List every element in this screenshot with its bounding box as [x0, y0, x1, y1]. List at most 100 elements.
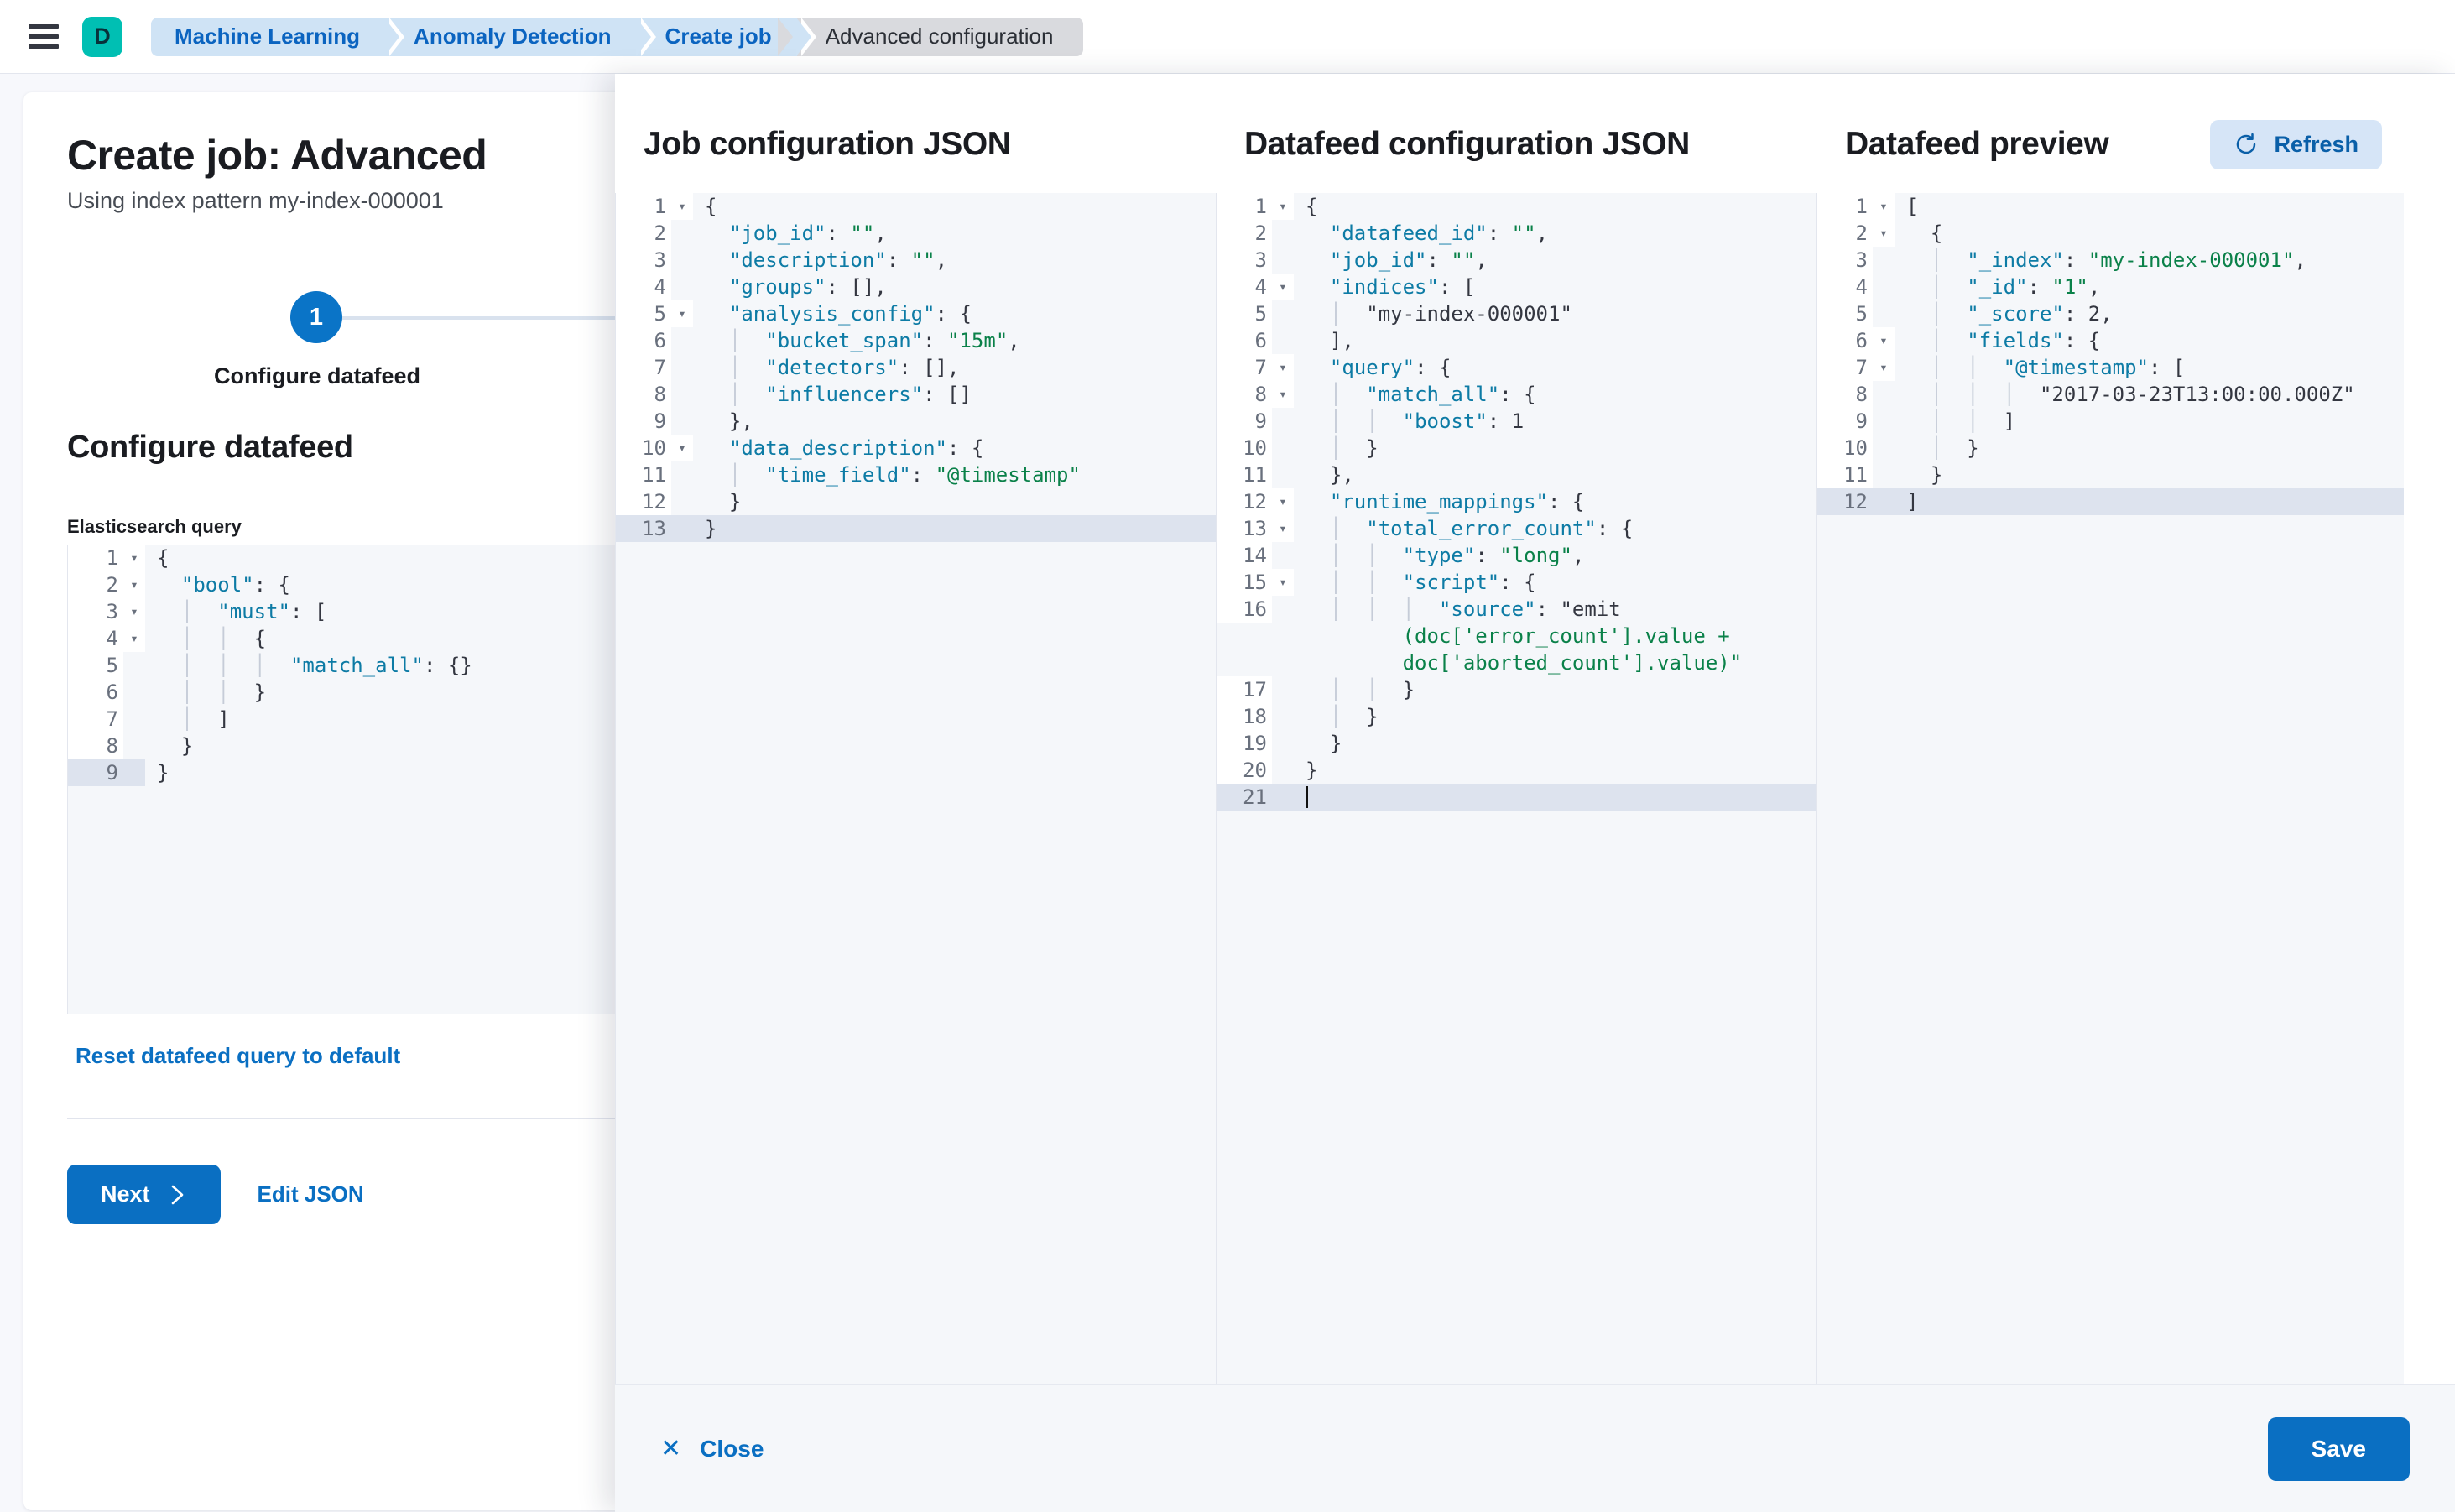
line-number: 13	[616, 515, 671, 542]
fold-toggle-icon[interactable]: ▾	[671, 435, 693, 461]
code-line: 8▾ │ "match_all": {	[1217, 381, 1816, 408]
page-subtitle: Using index pattern my-index-000001	[67, 188, 444, 213]
line-number: 4	[1217, 274, 1272, 300]
code-line: 20}	[1217, 757, 1816, 784]
reset-datafeed-query-link[interactable]: Reset datafeed query to default	[76, 1043, 401, 1068]
line-number: 12	[1217, 488, 1272, 515]
code-line: 4 "groups": [],	[616, 274, 1216, 300]
code-line: 17 │ │ }	[1217, 676, 1816, 703]
code-text: ],	[1306, 329, 1354, 352]
fold-toggle-icon[interactable]: ▾	[1873, 220, 1895, 247]
app-logo-badge[interactable]: D	[82, 16, 122, 57]
close-button[interactable]: ✕ Close	[660, 1436, 764, 1462]
breadcrumb-item-anomaly-detection[interactable]: Anomaly Detection	[385, 17, 656, 56]
panel-header: Datafeed preview Refresh	[1816, 114, 2404, 175]
fold-toggle-icon[interactable]: ▾	[1272, 488, 1294, 515]
code-line: 6 ],	[1217, 327, 1816, 354]
code-text: │ "_score": 2,	[1930, 302, 2113, 326]
refresh-button[interactable]: Refresh	[2210, 119, 2382, 169]
line-number: 3	[68, 598, 123, 625]
breadcrumb-item-machine-learning[interactable]: Machine Learning	[151, 17, 405, 56]
line-number: 4	[616, 274, 671, 300]
job-configuration-json-editor[interactable]: 1▾{2 "job_id": "",3 "description": "",4 …	[615, 193, 1216, 1384]
hamburger-bar	[29, 34, 59, 39]
panel-title-datafeed-preview: Datafeed preview	[1845, 126, 2109, 162]
line-number: 11	[1817, 461, 1873, 488]
code-line: 7▾ "query": {	[1217, 354, 1816, 381]
hamburger-bar	[29, 24, 59, 29]
line-number: 7	[1217, 354, 1272, 381]
top-navigation-bar: D Machine Learning Anomaly Detection Cre…	[0, 0, 2455, 74]
line-number: 12	[1817, 488, 1873, 515]
code-line: 2 "datafeed_id": "",	[1217, 220, 1816, 247]
fold-toggle-icon[interactable]: ▾	[1873, 193, 1895, 220]
code-line: 4▾ "indices": [	[1217, 274, 1816, 300]
code-text: "datafeed_id": "",	[1329, 222, 1549, 245]
code-text: │ "_index": "my-index-000001",	[1930, 248, 2306, 272]
next-button[interactable]: Next	[67, 1165, 221, 1224]
line-number: 9	[1217, 408, 1272, 435]
code-text: "query": {	[1329, 356, 1452, 379]
code-line: 5 │ "_score": 2,	[1817, 300, 2404, 327]
code-text: }	[1306, 732, 1342, 755]
code-line: doc['aborted_count'].value)"	[1217, 649, 1816, 676]
fold-toggle-icon[interactable]: ▾	[123, 545, 145, 571]
fold-toggle-icon[interactable]: ▾	[1272, 274, 1294, 300]
code-text: "job_id": "",	[1329, 248, 1488, 272]
edit-json-link[interactable]: Edit JSON	[257, 1181, 364, 1207]
breadcrumb-item-create-job[interactable]: Create job	[636, 17, 816, 56]
fold-toggle-icon[interactable]: ▾	[1272, 569, 1294, 596]
code-line: 14 │ │ "type": "long",	[1217, 542, 1816, 569]
code-line: 16 │ │ │ "source": "emit	[1217, 596, 1816, 623]
line-number: 2	[1817, 220, 1873, 247]
line-number: 13	[1217, 515, 1272, 542]
code-line: 6 │ "bucket_span": "15m",	[616, 327, 1216, 354]
code-line: (doc['error_count'].value +	[1217, 623, 1816, 649]
line-number: 4	[68, 625, 123, 652]
fold-toggle-icon[interactable]: ▾	[1272, 193, 1294, 220]
fold-toggle-icon[interactable]: ▾	[671, 300, 693, 327]
line-number: 2	[616, 220, 671, 247]
line-number: 8	[1817, 381, 1873, 408]
code-text: {	[1306, 195, 1318, 218]
line-number: 5	[1217, 300, 1272, 327]
fold-toggle-icon[interactable]: ▾	[123, 625, 145, 652]
fold-toggle-icon[interactable]: ▾	[1873, 327, 1895, 354]
code-text: }	[1306, 759, 1318, 782]
code-line: 1▾{	[616, 193, 1216, 220]
code-line: 4 │ "_id": "1",	[1817, 274, 2404, 300]
fold-toggle-icon[interactable]: ▾	[123, 571, 145, 598]
line-number: 1	[1817, 193, 1873, 220]
code-line: 18 │ }	[1217, 703, 1816, 730]
fold-toggle-icon[interactable]: ▾	[1272, 515, 1294, 542]
save-button[interactable]: Save	[2267, 1416, 2410, 1481]
page-actions: Next Edit JSON	[67, 1165, 863, 1224]
datafeed-configuration-json-editor[interactable]: 1▾{2 "datafeed_id": "",3 "job_id": "",4▾…	[1216, 193, 1816, 1384]
line-number: 15	[1217, 569, 1272, 596]
hamburger-menu-icon[interactable]	[29, 23, 62, 51]
code-line: 11 │ "time_field": "@timestamp"	[616, 461, 1216, 488]
fold-toggle-icon[interactable]: ▾	[1272, 354, 1294, 381]
code-line: 11 },	[1217, 461, 1816, 488]
line-number: 10	[616, 435, 671, 461]
code-line: 12▾ "runtime_mappings": {	[1217, 488, 1816, 515]
fold-toggle-icon[interactable]: ▾	[123, 598, 145, 625]
line-number: 4	[1817, 274, 1873, 300]
fold-toggle-icon[interactable]: ▾	[1272, 381, 1294, 408]
line-number: 16	[1217, 596, 1272, 623]
panel-datafeed-preview: Datafeed preview Refresh 1▾[2▾ {3 │ "_in…	[1816, 114, 2404, 1384]
code-line: 15▾ │ │ "script": {	[1217, 569, 1816, 596]
code-text: doc['aborted_count'].value)"	[1306, 651, 1743, 675]
datafeed-preview-editor[interactable]: 1▾[2▾ {3 │ "_index": "my-index-000001",4…	[1816, 193, 2404, 1384]
code-line: 3 │ "_index": "my-index-000001",	[1817, 247, 2404, 274]
line-number: 9	[68, 759, 123, 786]
code-text: },	[705, 409, 753, 433]
hamburger-bar	[29, 44, 59, 49]
line-number: 5	[616, 300, 671, 327]
code-text: │ │ }	[1329, 678, 1415, 701]
code-line: 10 │ }	[1217, 435, 1816, 461]
fold-toggle-icon[interactable]: ▾	[671, 193, 693, 220]
fold-toggle-icon[interactable]: ▾	[1873, 354, 1895, 381]
step-circle-1[interactable]: 1	[290, 291, 342, 343]
line-number: 19	[1217, 730, 1272, 757]
